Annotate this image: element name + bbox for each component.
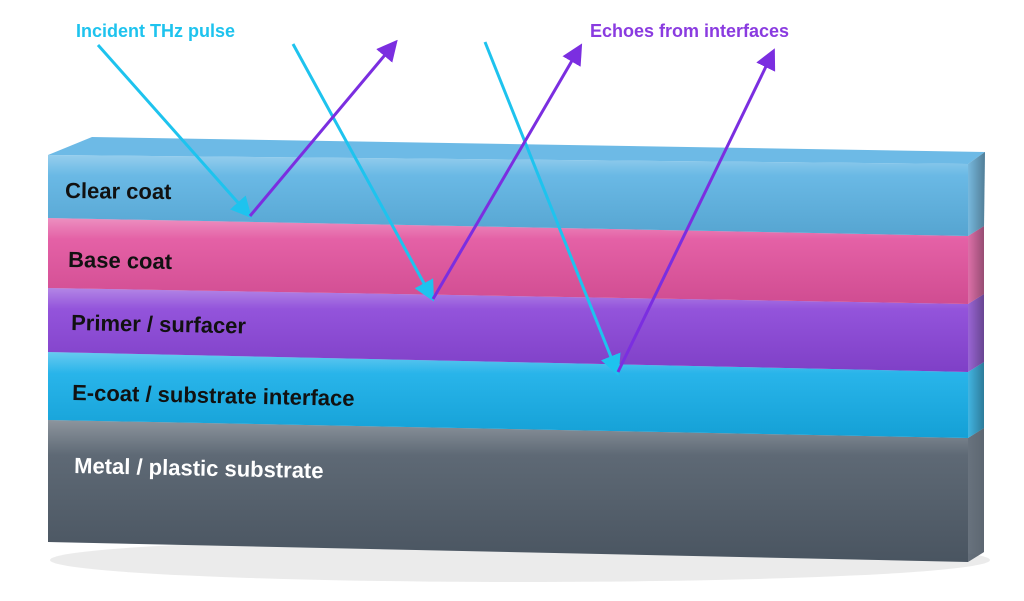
layer-substrate-side-base	[968, 428, 984, 562]
echoes-label: Echoes from interfaces	[590, 21, 789, 41]
incident-pulse-label: Incident THz pulse	[76, 21, 235, 41]
incident-ray-3	[483, 41, 621, 376]
layer-label-ecoat: E-coat / substrate interface	[72, 380, 355, 411]
incident-ray-2	[291, 43, 435, 302]
layer-primer	[48, 288, 984, 372]
layer-label-primer: Primer / surfacer	[71, 310, 247, 338]
echo-ray-3	[616, 48, 776, 373]
layer-clearcoat	[48, 137, 985, 236]
layer-substrate	[48, 420, 984, 562]
layer-label-substrate: Metal / plastic substrate	[74, 453, 324, 483]
layer-label-clearcoat: Clear coat	[65, 178, 172, 204]
echo-ray-2	[431, 43, 583, 300]
incident-ray-1	[96, 44, 252, 219]
layer-basecoat	[48, 218, 984, 304]
echo-ray-1	[248, 39, 398, 217]
layer-label-basecoat: Base coat	[68, 247, 173, 274]
layer-ecoat	[48, 352, 984, 438]
layer-clearcoat-top	[48, 137, 985, 164]
